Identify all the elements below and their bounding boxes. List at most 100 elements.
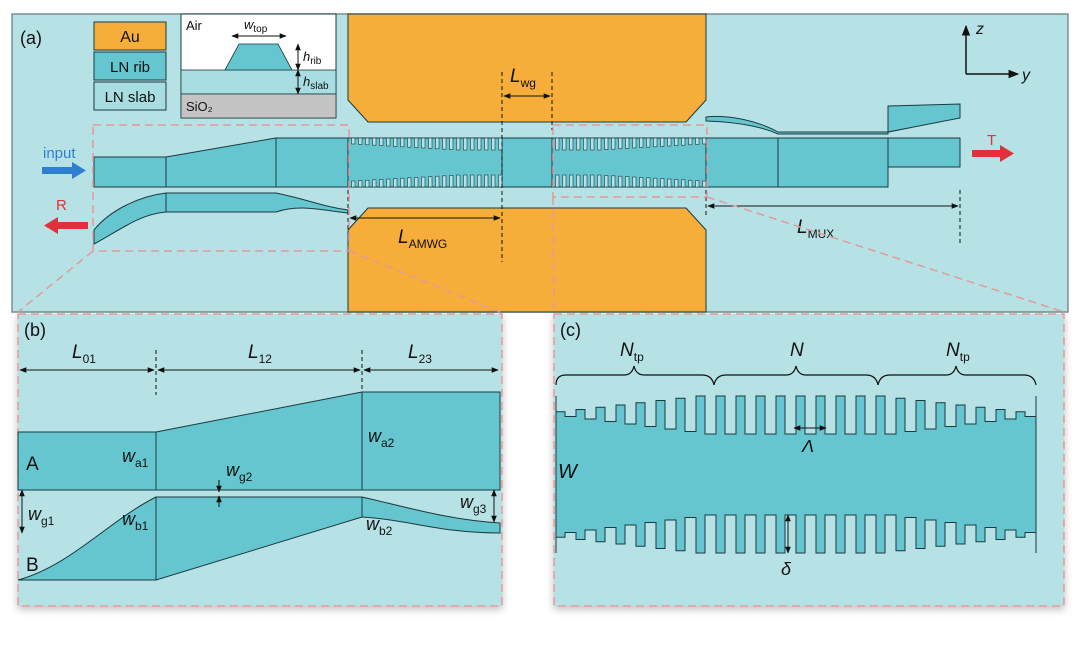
corrugation-tooth-top	[393, 137, 398, 147]
corrugation-tooth-top	[421, 137, 426, 149]
corrugation-tooth-top	[562, 137, 567, 151]
corrugation-tooth-bottom	[646, 177, 651, 188]
inset-h-slab-label: hslab	[303, 74, 329, 92]
bottom-gold-electrode	[347, 207, 707, 313]
corrugation-tooth-top	[681, 137, 686, 146]
corrugation-tooth-bottom	[660, 178, 665, 188]
corrugation-tooth-bottom	[611, 175, 616, 188]
corrugation-tooth-top	[414, 137, 419, 148]
corrugation-tooth-top	[484, 137, 489, 151]
zoom-box-left	[92, 124, 350, 252]
panel-c-label: (c)	[560, 320, 581, 340]
corrugation-tooth-top	[660, 137, 665, 147]
lambda-period-label: Λ	[801, 436, 814, 456]
corrugation-tooth-top	[702, 137, 707, 145]
panel-b-waveguide-b	[17, 496, 501, 581]
corrugation-tooth-bottom	[463, 174, 468, 188]
panel-a-label: (a)	[20, 28, 42, 48]
corrugation-tooth-bottom	[618, 175, 623, 188]
corrugation-tooth-top	[590, 137, 595, 151]
legend-au-swatch	[93, 21, 167, 51]
inset-air-label: Air	[186, 18, 203, 33]
corrugation-tooth-bottom	[562, 174, 567, 188]
ntp-left-label: Ntp	[620, 340, 644, 364]
corrugation-tooth-top	[491, 137, 496, 151]
corrugation-tooth-bottom	[407, 177, 412, 188]
l12-label: L12	[248, 342, 272, 366]
dimension-annotations	[347, 72, 961, 262]
corrugation-tooth-top	[639, 137, 644, 148]
corrugation-tooth-top	[569, 137, 574, 151]
corrugation-tooth-top	[372, 137, 377, 146]
corrugation-tooth-top	[400, 137, 405, 148]
corrugation-tooth-top	[625, 137, 630, 149]
corrugation-tooth-bottom	[414, 177, 419, 188]
corrugation-tooth-top	[688, 137, 693, 146]
input-label: input	[43, 145, 76, 162]
corrugation-tooth-bottom	[421, 176, 426, 188]
corrugation-tooth-top	[442, 137, 447, 150]
corrugation-tooth-top	[351, 137, 356, 145]
inset-sio2-label: SiO₂	[186, 99, 213, 114]
corrugation-tooth-bottom	[590, 174, 595, 188]
corrugation-tooth-bottom	[386, 178, 391, 188]
corrugation-tooth-bottom	[632, 176, 637, 188]
transmission-label: T	[987, 132, 996, 149]
corrugation-tooth-bottom	[477, 174, 482, 188]
corrugation-tooth-top	[358, 137, 363, 145]
corrugation-tooth-bottom	[604, 175, 609, 188]
amwg-detailed-waveguide	[555, 395, 1037, 554]
corrugation-tooth-bottom	[555, 174, 560, 188]
corrugation-tooth-bottom	[435, 175, 440, 188]
corrugation-tooth-top	[456, 137, 461, 151]
reflection-label: R	[56, 197, 67, 214]
corrugation-tooth-bottom	[653, 177, 658, 188]
wb1-label: wb1	[122, 509, 149, 533]
y-axis-label: y	[1021, 67, 1031, 84]
zoom-box-right	[552, 124, 708, 198]
corrugation-tooth-bottom	[569, 174, 574, 188]
corrugation-tooth-bottom	[428, 176, 433, 188]
n-label: N	[790, 340, 804, 361]
corrugation-tooth-bottom	[576, 174, 581, 188]
corrugation-tooth-bottom	[674, 179, 679, 188]
corrugation-tooth-bottom	[702, 180, 707, 188]
legend-ln-rib-label: LN rib	[110, 59, 150, 76]
corrugation-tooth-bottom	[667, 178, 672, 188]
amwg-corrugation	[351, 137, 707, 188]
corrugation-tooth-top	[597, 137, 602, 151]
wb2-label: wb2	[366, 514, 393, 538]
legend-ln-slab-label: LN slab	[105, 89, 156, 106]
corrugation-tooth-top	[632, 137, 637, 149]
delta-depth-label: δ	[781, 559, 792, 579]
corrugation-tooth-bottom	[379, 179, 384, 188]
wg3-label: wg3	[460, 492, 487, 516]
corrugation-tooth-bottom	[639, 177, 644, 188]
corrugation-tooth-bottom	[372, 179, 377, 188]
wa1-label: wa1	[122, 446, 149, 470]
l01-label: L01	[72, 342, 96, 366]
panel-b-label: (b)	[24, 320, 46, 340]
ntp-right-label: Ntp	[946, 340, 970, 364]
legend-ln-rib-swatch	[93, 51, 167, 81]
panel-b-waveguide-a	[17, 391, 501, 491]
corrugation-tooth-top	[667, 137, 672, 147]
corrugation-tooth-top	[428, 137, 433, 149]
panel-b: (b) L01 L12 L23 A B wa1 wa2 wb	[17, 313, 503, 607]
panel-c: (c) Ntp N Ntp W Λ δ	[553, 313, 1065, 607]
corrugation-tooth-bottom	[442, 175, 447, 188]
corrugation-tooth-top	[576, 137, 581, 151]
wg2-label: wg2	[226, 460, 253, 484]
period-braces	[555, 365, 1037, 386]
corrugation-tooth-bottom	[351, 180, 356, 188]
corrugation-tooth-bottom	[688, 179, 693, 188]
corrugation-tooth-top	[365, 137, 370, 146]
top-gold-electrode	[347, 13, 707, 123]
corrugation-tooth-top	[653, 137, 658, 148]
corrugation-tooth-bottom	[695, 180, 700, 188]
corrugation-tooth-top	[386, 137, 391, 147]
l-wg-label: Lwg	[510, 66, 536, 90]
corrugation-tooth-top	[463, 137, 468, 151]
wg1-label: wg1	[28, 504, 55, 528]
z-axis-label: z	[975, 21, 984, 38]
